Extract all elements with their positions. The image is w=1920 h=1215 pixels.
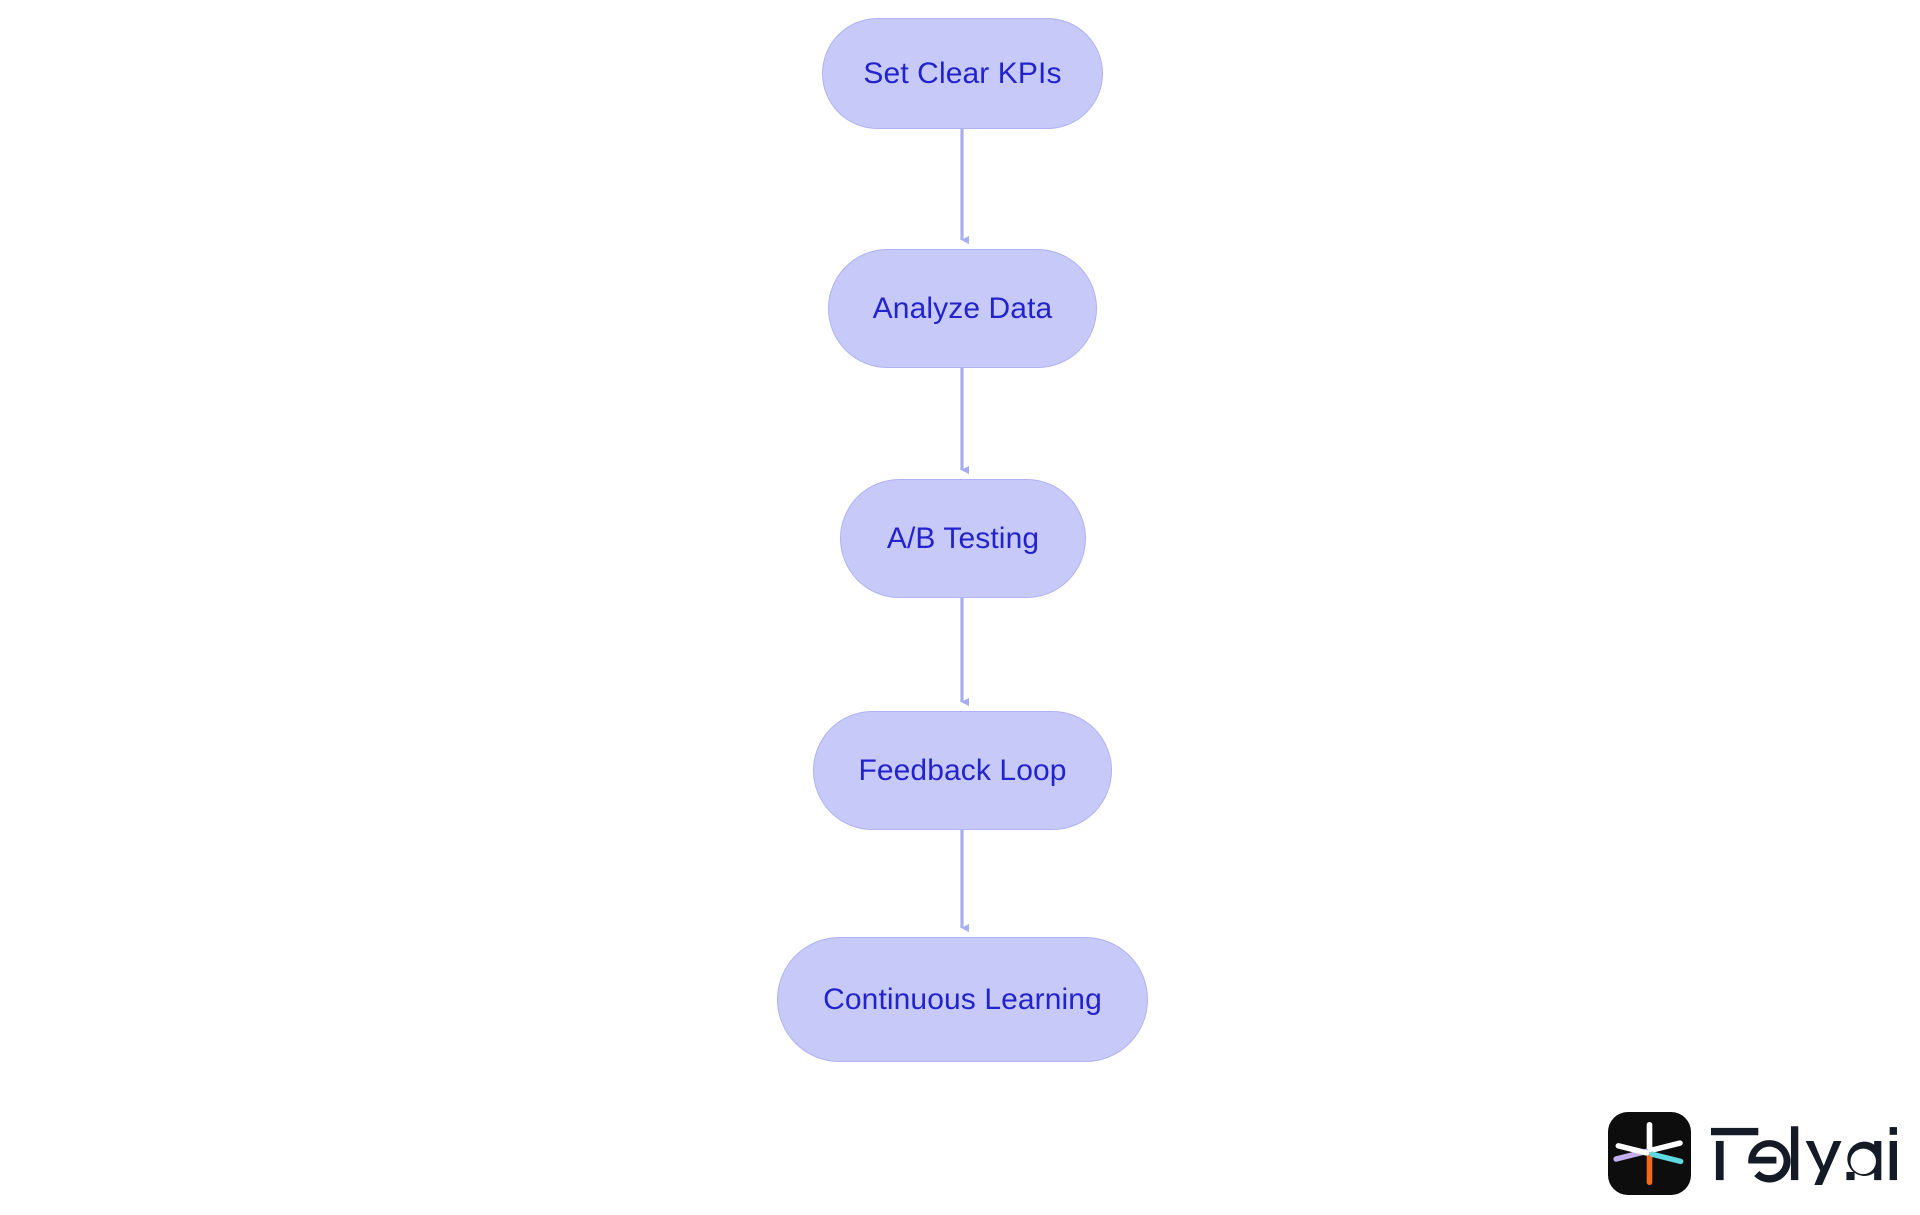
flow-node-label: Continuous Learning [823,982,1102,1016]
flow-node-set-clear-kpis[interactable]: Set Clear KPIs [822,18,1103,129]
flow-node-continuous-learning[interactable]: Continuous Learning [777,937,1148,1062]
tely-asterisk-mark [1608,1112,1691,1195]
flow-node-ab-testing[interactable]: A/B Testing [840,479,1086,598]
flow-node-label: Set Clear KPIs [863,56,1062,90]
tely-ai-wordmark [1711,1125,1897,1185]
flow-node-label: Feedback Loop [858,753,1067,787]
flow-node-label: Analyze Data [872,291,1053,325]
tely-ai-logo [1608,1112,1904,1195]
flow-node-analyze-data[interactable]: Analyze Data [828,249,1097,368]
flow-node-feedback-loop[interactable]: Feedback Loop [813,711,1112,830]
flow-node-label: A/B Testing [886,521,1040,555]
